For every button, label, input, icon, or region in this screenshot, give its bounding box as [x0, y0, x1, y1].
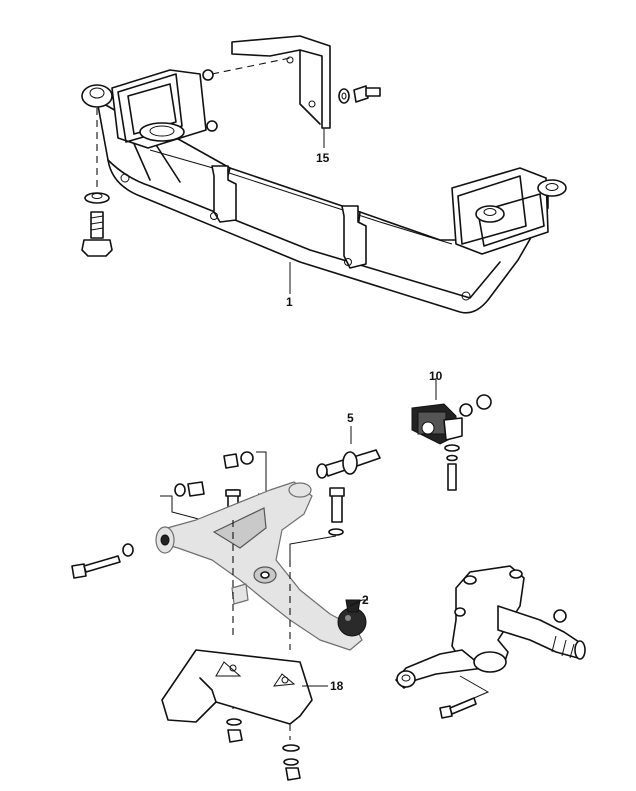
crossmember [81, 69, 567, 314]
eccentric-bolt [316, 449, 381, 479]
part-label-18: 18 [330, 679, 344, 693]
shield-nuts [226, 718, 301, 781]
part-label-15: 15 [316, 151, 330, 165]
callouts [289, 128, 368, 687]
part-label-1: 1 [286, 295, 293, 309]
part-label-5: 5 [347, 411, 354, 425]
part-label-10: 10 [429, 369, 443, 383]
mounting-bracket [231, 35, 331, 129]
splash-shield [161, 649, 313, 725]
lower-control-arm [155, 481, 367, 651]
bracket-bolt [338, 85, 381, 104]
crossmember-bolt-left [81, 192, 113, 257]
steering-knuckle [395, 565, 586, 689]
knuckle-bolt [439, 675, 490, 719]
part-label-2: 2 [362, 593, 369, 607]
bushing-bracket [411, 394, 492, 491]
